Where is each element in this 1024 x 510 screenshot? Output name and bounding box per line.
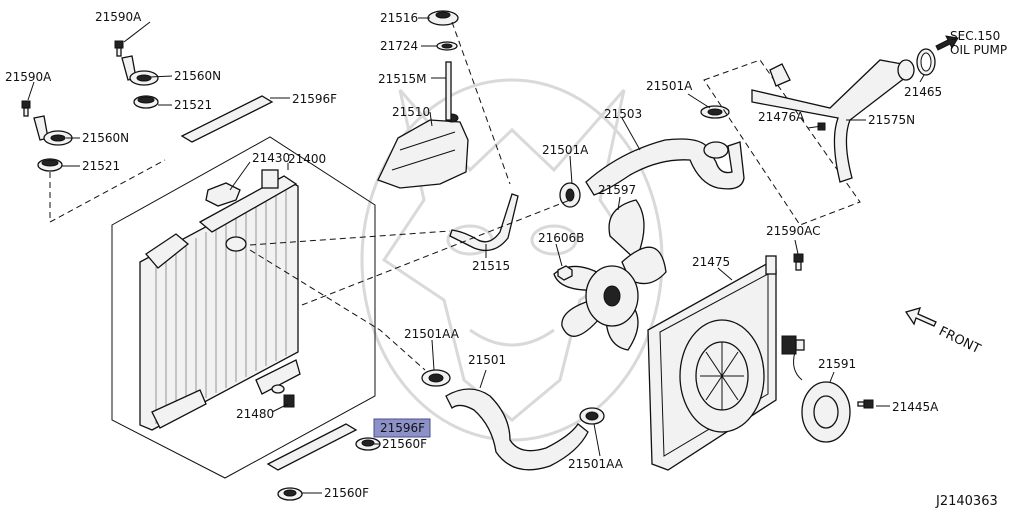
arrow-oil-pump: [935, 35, 959, 51]
ref-oil-pump: OIL PUMP: [950, 43, 1007, 57]
label-21521-left[interactable]: 21521: [82, 159, 120, 173]
label-21476A[interactable]: 21476A: [758, 110, 805, 124]
label-21400[interactable]: 21400: [288, 152, 326, 166]
label-21501AA-a[interactable]: 21501AA: [404, 327, 460, 341]
o-ring-21465: [916, 48, 936, 76]
label-21596F-highlight[interactable]: 21596F: [380, 421, 425, 435]
label-21560F-b[interactable]: 21560F: [324, 486, 369, 500]
label-21590AC[interactable]: 21590AC: [766, 224, 821, 238]
water-pipe-21575N: [751, 59, 915, 183]
seal-strip-21596F-top: [180, 95, 274, 143]
label-21465[interactable]: 21465: [904, 85, 942, 99]
label-21501A-mid[interactable]: 21501A: [542, 143, 589, 157]
label-21501A-upper[interactable]: 21501A: [646, 79, 693, 93]
lower-hose-21501: [445, 388, 589, 471]
radiator-21400: [139, 169, 301, 431]
bolt-21445A: [857, 399, 874, 409]
clamp-21501AA-b: [579, 407, 605, 425]
label-21516[interactable]: 21516: [380, 11, 418, 25]
reservoir-cap-21516: [427, 10, 459, 26]
label-21597[interactable]: 21597: [598, 183, 636, 197]
clamp-21501A-upper: [700, 105, 730, 119]
fan-21597: [553, 199, 667, 351]
clamp-21560N-left: [33, 115, 73, 146]
bolt-21590A-top: [114, 40, 124, 57]
drain-plug-21480: [271, 384, 295, 408]
grommet-21560F-a: [355, 437, 381, 451]
label-21590A-top[interactable]: 21590A: [95, 10, 142, 24]
leader-lines: [27, 17, 925, 494]
label-21510[interactable]: 21510: [392, 105, 430, 119]
radiator-frame-outline: [111, 136, 376, 479]
leader-cap-to-hose: [451, 21, 511, 185]
clamp-21501AA-a: [421, 369, 451, 387]
label-21445A[interactable]: 21445A: [892, 400, 939, 414]
label-21724[interactable]: 21724: [380, 39, 418, 53]
ref-sec150: SEC.150: [950, 29, 1000, 43]
label-21591[interactable]: 21591: [818, 357, 856, 371]
reservoir-tank-21510: [377, 113, 469, 189]
label-21515M[interactable]: 21515M: [378, 72, 427, 86]
label-21575N[interactable]: 21575N: [868, 113, 915, 127]
leader-lower-hose: [249, 249, 426, 371]
label-21430[interactable]: 21430: [252, 151, 290, 165]
label-21560F-a[interactable]: 21560F: [382, 437, 427, 451]
diagram-code: J2140363: [935, 494, 998, 509]
label-21501[interactable]: 21501: [468, 353, 506, 367]
hose-21515: [449, 193, 519, 252]
label-21606B[interactable]: 21606B: [538, 231, 584, 245]
clamp-21560N-top: [121, 55, 159, 86]
upper-hose-21503: [585, 138, 745, 196]
front-label: FRONT: [936, 324, 983, 357]
label-21560N-left[interactable]: 21560N: [82, 131, 129, 145]
seal-strip-21596F-bottom: [266, 423, 358, 471]
label-21480[interactable]: 21480: [236, 407, 274, 421]
fan-motor-21591: [781, 335, 851, 443]
leader-left-clamps: [49, 159, 166, 223]
leader-hose-21503: [301, 199, 571, 306]
label-21596F-top[interactable]: 21596F: [292, 92, 337, 106]
label-21475[interactable]: 21475: [692, 255, 730, 269]
leader-hose-radiator: [249, 230, 451, 246]
bolt-21590AC: [793, 253, 804, 271]
part-labels: 21590A 21560N 21521 21590A 21560N 21521 …: [5, 10, 1007, 509]
highlight-21596F[interactable]: [373, 418, 431, 438]
tube-21515M: [445, 61, 452, 121]
nut-21606B: [557, 265, 573, 281]
grommet-21521-left: [37, 158, 63, 172]
front-arrow-icon: [904, 307, 937, 327]
seal-21724: [436, 41, 458, 51]
label-21503[interactable]: 21503: [604, 107, 642, 121]
grommet-21560F-b: [277, 487, 303, 501]
bolt-21590A-left: [21, 100, 31, 117]
clamp-21501A-mid: [559, 182, 581, 208]
label-21590A-left[interactable]: 21590A: [5, 70, 52, 84]
label-21501AA-b[interactable]: 21501AA: [568, 457, 624, 471]
pipe-outline-21575N: [703, 59, 861, 226]
label-21560N-top[interactable]: 21560N: [174, 69, 221, 83]
label-21515[interactable]: 21515: [472, 259, 510, 273]
label-21521-top[interactable]: 21521: [174, 98, 212, 112]
fan-shroud-21475: [647, 255, 777, 471]
grommet-21521-top: [133, 95, 159, 109]
